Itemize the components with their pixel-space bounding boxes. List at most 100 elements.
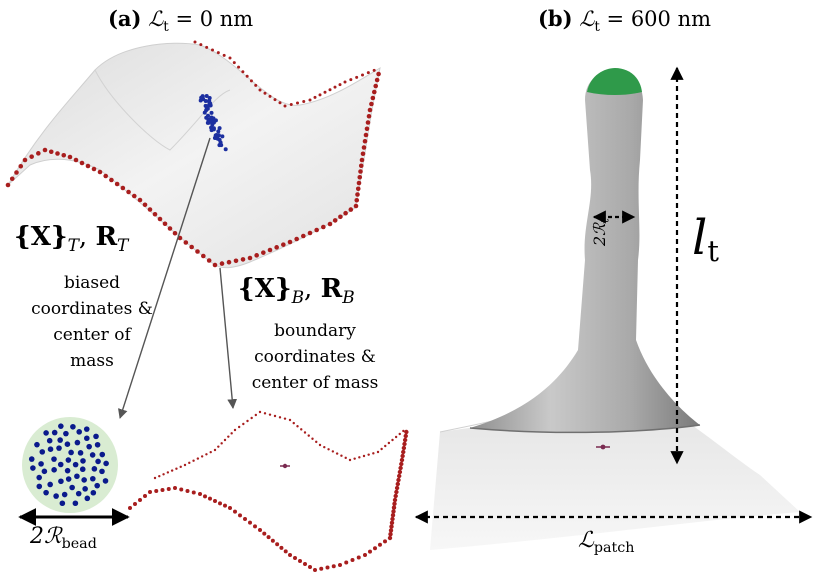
boundary-point xyxy=(374,77,380,83)
biased-point xyxy=(202,110,207,115)
boundary-point xyxy=(390,513,396,518)
boundary-point xyxy=(73,157,79,163)
boundary-point xyxy=(338,83,342,87)
boundary-point xyxy=(368,549,372,554)
boundary-point xyxy=(402,437,408,443)
boundary-point xyxy=(148,490,152,494)
boundary-point xyxy=(327,221,333,227)
boundary-point xyxy=(263,412,267,415)
boundary-point xyxy=(232,61,236,65)
boundary-point xyxy=(398,432,401,436)
boundary-point xyxy=(262,531,267,536)
arrow-to-boundary xyxy=(219,267,238,409)
panel-b-title-symbol: ℒ xyxy=(579,7,595,31)
boundary-point xyxy=(349,78,353,82)
boundary-point xyxy=(369,101,374,107)
boundary-point xyxy=(191,490,196,495)
bead-point xyxy=(47,446,54,452)
bead-point xyxy=(47,481,53,488)
boundary-point xyxy=(331,450,335,453)
boundary-point xyxy=(154,489,159,493)
boundary-point xyxy=(216,51,220,55)
boundary-point xyxy=(363,553,367,557)
boundary-point xyxy=(357,174,363,180)
boundary-point xyxy=(362,138,368,144)
tube-length-subscript: t xyxy=(707,234,719,269)
tube-length-symbol: l xyxy=(692,210,708,266)
bead-point xyxy=(34,441,40,448)
bead-point xyxy=(79,466,86,473)
bead-point xyxy=(51,429,58,436)
boundary-point xyxy=(213,448,217,452)
boundary-point xyxy=(383,539,387,544)
bead-point xyxy=(99,468,105,475)
top-set-subscript: T xyxy=(67,234,79,255)
boundary-point xyxy=(340,454,343,457)
boundary-point xyxy=(376,71,381,77)
bottom-set-label: {X}B, RB xyxy=(238,274,355,307)
boundary-point xyxy=(356,555,361,560)
panel-b-title-value: = 600 nm xyxy=(606,7,712,31)
boundary-point xyxy=(254,413,258,417)
tube-radius-symbol: 2ℛ xyxy=(590,223,609,246)
bead-point xyxy=(69,484,75,491)
boundary-point xyxy=(152,211,158,217)
bead-point xyxy=(63,430,69,437)
boundary-point xyxy=(355,192,360,197)
boundary-point xyxy=(201,253,206,259)
boundary-point xyxy=(85,163,91,169)
boundary-point xyxy=(5,182,11,188)
bead-point xyxy=(36,483,43,490)
boundary-point xyxy=(281,242,286,247)
boundary-point xyxy=(307,434,310,437)
boundary-point xyxy=(343,80,347,84)
boundary-point xyxy=(358,163,364,169)
biased-point xyxy=(208,101,213,106)
boundary-point xyxy=(328,88,332,92)
boundary-point xyxy=(237,425,241,429)
boundary-point xyxy=(287,239,293,245)
boundary-point xyxy=(401,445,407,451)
boundary-point xyxy=(263,91,267,95)
biased-point xyxy=(213,135,218,140)
boundary-points-a xyxy=(5,40,381,268)
boundary-point xyxy=(325,565,330,570)
boundary-point xyxy=(131,193,137,199)
boundary-point xyxy=(303,431,307,434)
boundary-point xyxy=(213,499,217,503)
boundary-point xyxy=(314,227,319,233)
top-caption-line-3: center of xyxy=(53,325,131,345)
tube-radius-subscript: t xyxy=(599,218,612,224)
boundary-point xyxy=(42,147,48,153)
boundary-point xyxy=(332,218,338,223)
boundary-point xyxy=(228,56,232,60)
boundary-point xyxy=(292,421,295,425)
boundary-point xyxy=(258,410,262,414)
boundary-point xyxy=(205,453,208,456)
boundary-point xyxy=(268,94,272,98)
biased-point xyxy=(204,115,209,120)
boundary-point xyxy=(157,216,163,222)
boundary-point xyxy=(228,506,232,510)
boundary-point xyxy=(162,221,168,227)
boundary-point xyxy=(399,461,404,467)
bead-diameter-label: 2ℛbead xyxy=(30,524,97,552)
biased-point xyxy=(216,133,221,138)
boundary-point xyxy=(245,74,249,78)
top-caption-line-2: coordinates & xyxy=(31,299,153,319)
boundary-point xyxy=(396,477,401,483)
boundary-point xyxy=(249,79,253,83)
bead-point xyxy=(68,449,74,456)
boundary-point xyxy=(242,422,245,426)
boundary-point xyxy=(173,486,177,490)
boundary-point xyxy=(331,564,336,569)
boundary-point xyxy=(199,43,203,47)
boundary-point xyxy=(278,416,282,419)
bead-point xyxy=(51,467,57,473)
bead-point xyxy=(51,456,57,462)
boundary-point xyxy=(356,180,362,186)
boundary-point xyxy=(343,210,348,216)
boundary-point xyxy=(354,197,360,203)
bead-point xyxy=(82,486,88,492)
boundary-point xyxy=(61,152,67,158)
